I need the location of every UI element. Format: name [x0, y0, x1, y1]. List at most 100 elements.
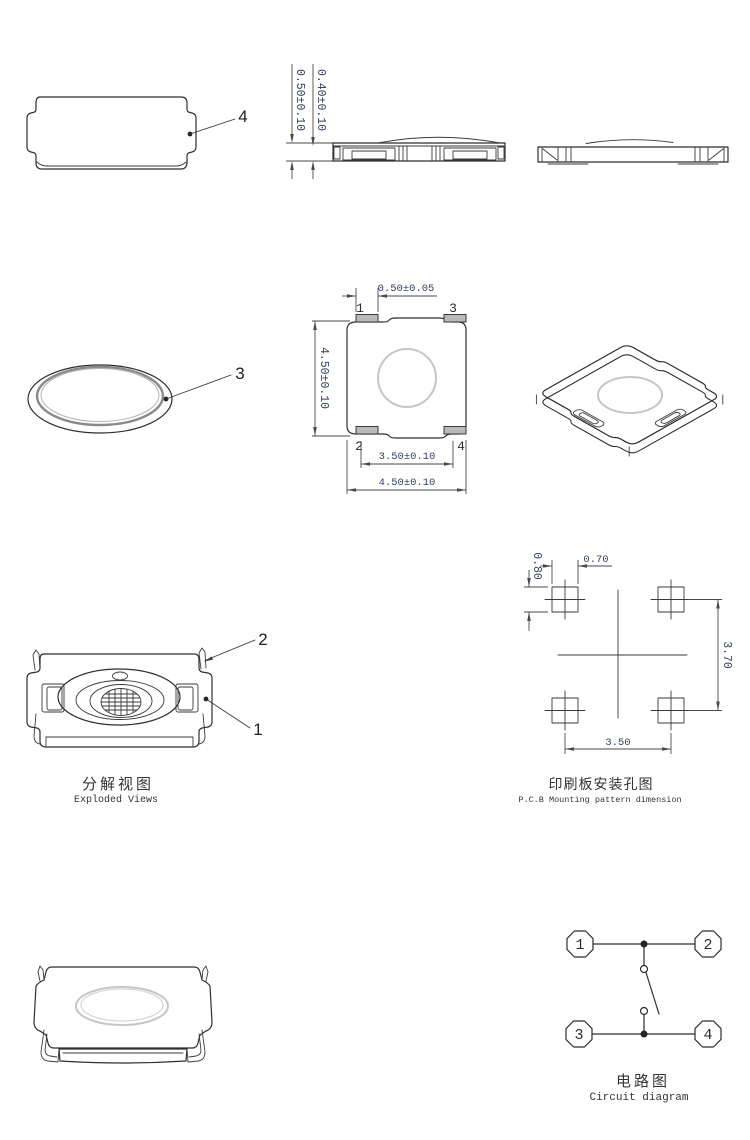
- side-window-right-inner: [177, 686, 194, 711]
- circuit-pin-2: 2: [694, 930, 722, 958]
- pin-octagon: [694, 1020, 722, 1048]
- left-end-cap: [541, 146, 572, 163]
- body-thickness-outline: [536, 351, 722, 456]
- top-right-clip: [201, 965, 209, 982]
- bottom-right-foot: [186, 1029, 206, 1063]
- dome-inner-edge: [40, 368, 160, 422]
- top-right-clip: [198, 647, 207, 670]
- bottom-right-hook: [198, 713, 206, 745]
- arrowhead: [527, 578, 531, 587]
- part-label-cover: 4: [238, 107, 247, 126]
- side-window-right: [175, 683, 199, 713]
- actuator-ellipse-inner: [80, 988, 164, 1022]
- leader-line: [165, 374, 232, 400]
- switch-contact-top: [639, 964, 649, 974]
- terminal-slot-inner: [660, 412, 682, 424]
- terminal-block: [342, 147, 396, 161]
- side-window-left-inner: [46, 686, 63, 711]
- circuit-diagram: 1 2 3 4 电路图 Circuit diagram: [565, 930, 722, 1104]
- arrowhead: [527, 612, 531, 621]
- pin-number-2: 2: [355, 439, 363, 454]
- side-view-front: 0.50±0.10 0.40±0.10: [286, 64, 506, 179]
- cover-bottom-edge: [36, 161, 187, 167]
- pin-number-4: 4: [457, 439, 465, 454]
- terminal-inner: [351, 150, 387, 160]
- assembled-view: [33, 965, 213, 1064]
- arrowhead: [716, 599, 720, 609]
- dome-seat-outer: [57, 668, 181, 726]
- base-band: [58, 1048, 188, 1064]
- cover-outline: [26, 96, 197, 170]
- terminal-slot-inner: [578, 412, 600, 424]
- dome-inner-ring: [35, 365, 165, 427]
- pin-number-3: 3: [449, 301, 457, 316]
- terminal-pad-3: [443, 314, 467, 323]
- pad-bottom-left: [544, 690, 586, 731]
- arrowhead: [457, 488, 466, 492]
- exploded-view: 2 1 分解视图 Exploded Views: [26, 630, 268, 806]
- circuit-caption-en: Circuit diagram: [589, 1092, 688, 1104]
- arrowhead: [290, 134, 294, 143]
- body-divider-lines: [398, 145, 441, 162]
- terminal-pad-4: [443, 426, 467, 435]
- circuit-pin-4: 4: [694, 1020, 722, 1048]
- actuator-circle-iso: [585, 369, 675, 420]
- dim-pad-width: 0.70: [583, 554, 608, 566]
- circuit-pin-3: 3: [565, 1020, 593, 1048]
- circuit-caption-zh: 电路图: [616, 1073, 670, 1090]
- exploded-caption-zh: 分解视图: [82, 776, 154, 793]
- arrowhead: [313, 321, 317, 330]
- arrowhead: [347, 294, 356, 298]
- contact-grid: [101, 688, 141, 716]
- pad-bottom-right: [650, 690, 692, 731]
- pin-octagon: [694, 930, 722, 958]
- bottom-left-hook: [33, 713, 41, 745]
- arrowhead: [543, 564, 552, 568]
- leader-line: [189, 118, 236, 135]
- switch-arm: [645, 971, 660, 1015]
- pad-top-left: [544, 579, 586, 620]
- dome-arc: [585, 139, 674, 144]
- body-outline: [537, 146, 729, 163]
- arrowhead: [578, 564, 587, 568]
- pcb-caption-zh: 印刷板安装孔图: [549, 776, 654, 792]
- arrowhead: [361, 462, 370, 466]
- dim-pad-height: 0.80: [530, 552, 543, 580]
- terminal-pad-2: [355, 426, 379, 435]
- arrowhead: [662, 747, 671, 751]
- part-label-base: 1: [253, 720, 262, 739]
- terminal-slot: [653, 408, 687, 427]
- dim-vertical-pitch: 3.70: [720, 641, 733, 669]
- arrowhead: [444, 462, 453, 466]
- pin-3-number: 3: [574, 1027, 583, 1044]
- top-left-clip: [37, 965, 45, 982]
- pad-top-right: [650, 579, 692, 620]
- top-view: 1 3 2 4 0.50±0.05 4.50±0.10 3.50±0.10 4.…: [312, 283, 467, 494]
- body-outline: [346, 317, 467, 439]
- body-outline: [33, 966, 213, 1049]
- pin-octagon: [566, 930, 594, 958]
- dome-part-view: 3: [27, 364, 245, 434]
- arrowhead: [311, 137, 315, 146]
- terminal-slot: [572, 409, 606, 428]
- actuator-circle: [377, 348, 437, 408]
- arrowhead: [311, 161, 315, 170]
- pin-2-number: 2: [703, 937, 712, 954]
- pin-number-1: 1: [356, 301, 364, 316]
- dim-terminal-span: 3.50±0.10: [379, 451, 436, 463]
- terminal-inner: [452, 150, 488, 160]
- pcb-caption-en: P.C.B Mounting pattern dimension: [518, 795, 681, 805]
- dim-terminal-width: 0.50±0.05: [378, 283, 435, 295]
- circuit-pin-1: 1: [566, 930, 594, 958]
- dome-arc: [377, 136, 501, 144]
- terminal-pad-1: [355, 314, 379, 323]
- arrowhead: [313, 427, 317, 436]
- pin-octagon: [565, 1020, 593, 1048]
- isometric-view: [535, 342, 724, 457]
- pin-1-number: 1: [575, 937, 584, 954]
- part-label-dome: 3: [235, 364, 244, 383]
- right-end-cap: [694, 146, 725, 163]
- bottom-right-foot-inner: [188, 1033, 202, 1058]
- bottom-left-foot-inner: [44, 1033, 58, 1058]
